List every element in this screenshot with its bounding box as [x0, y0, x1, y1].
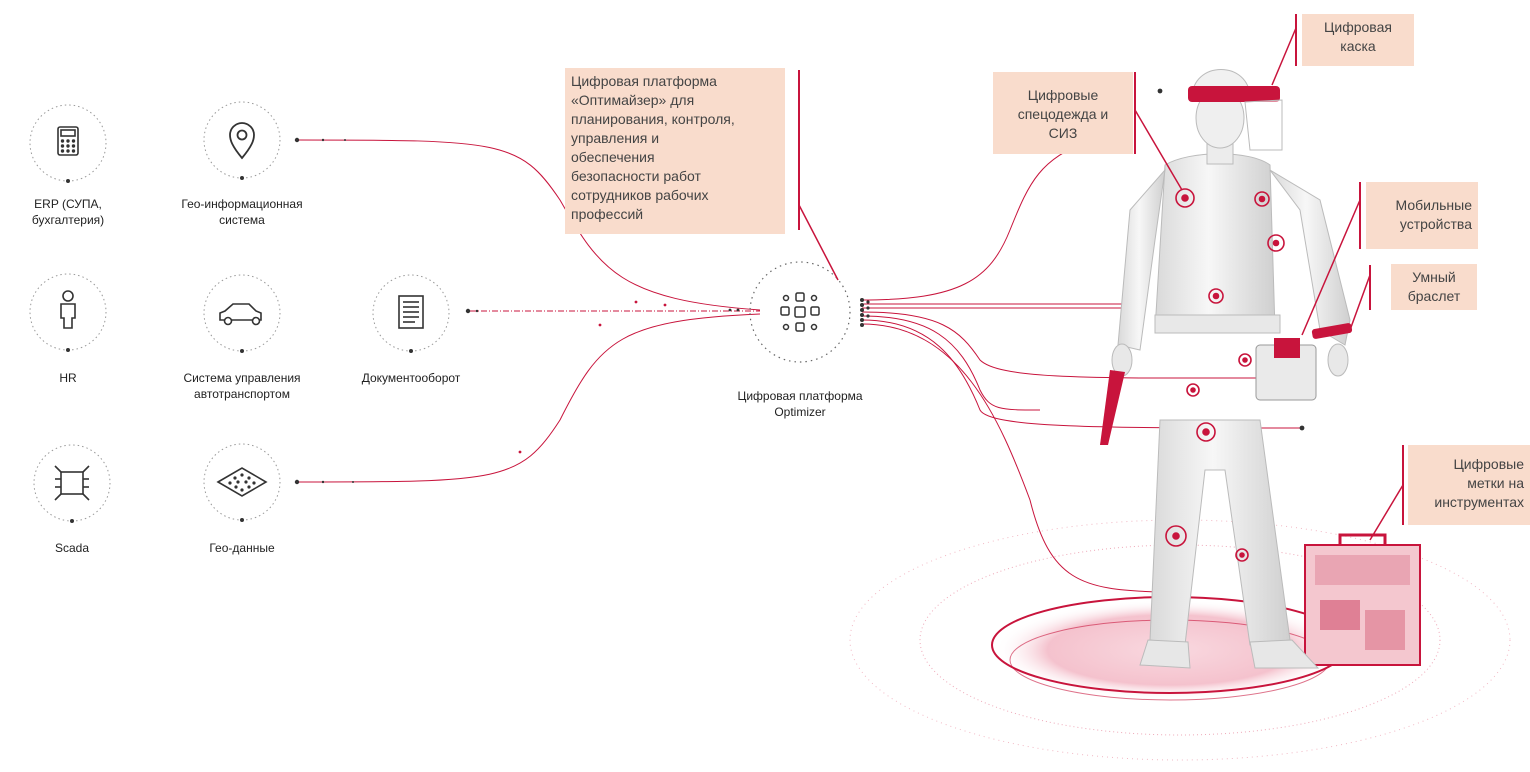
car-icon	[219, 303, 262, 326]
docs-label: Документооборот	[361, 371, 461, 385]
worker-figure	[1100, 69, 1353, 669]
toolbox	[1304, 533, 1421, 666]
source-fleet	[203, 274, 281, 353]
callout-mobile: Мобильные устройства	[1366, 182, 1478, 249]
source-gis	[203, 101, 281, 180]
output-connectors	[861, 139, 1301, 593]
gis-label: Гео-информационная система	[181, 197, 303, 227]
person-icon	[60, 290, 76, 329]
document-icon	[398, 295, 424, 329]
source-docs	[372, 274, 450, 353]
map-pin-icon	[229, 122, 255, 160]
fleet-label: Система управления автотранспортом	[183, 371, 301, 401]
terrain-grid-icon	[216, 467, 268, 497]
network-nodes-icon	[780, 292, 820, 332]
erp-label: ERP (СУПА, бухгалтерия)	[31, 197, 105, 227]
callout-clothing: Цифровые спецодежда и СИЗ	[993, 72, 1133, 154]
callout-leaders	[798, 27, 1404, 541]
scada-label: Scada	[54, 541, 90, 555]
calculator-icon	[57, 126, 79, 156]
source-connectors	[295, 139, 761, 483]
source-geodata	[203, 443, 281, 522]
callout-tags: Цифровые метки на инструментах	[1408, 445, 1530, 525]
source-scada	[33, 444, 111, 523]
hub-label: Цифровая платформа Optimizer	[737, 389, 863, 419]
source-erp	[29, 104, 107, 183]
callout-platform: Цифровая платформа «Оптимайзер» для план…	[565, 68, 785, 234]
callout-helmet: Цифровая каска	[1302, 14, 1414, 66]
chip-icon	[54, 465, 90, 501]
callout-bracelet: Умный браслет	[1391, 264, 1477, 310]
callout-bars	[798, 14, 1404, 525]
source-hr	[29, 273, 107, 352]
hub-optimizer	[749, 261, 851, 363]
hr-label: HR	[59, 371, 77, 385]
geodata-label: Гео-данные	[209, 541, 275, 555]
connector-dots	[294, 137, 667, 485]
